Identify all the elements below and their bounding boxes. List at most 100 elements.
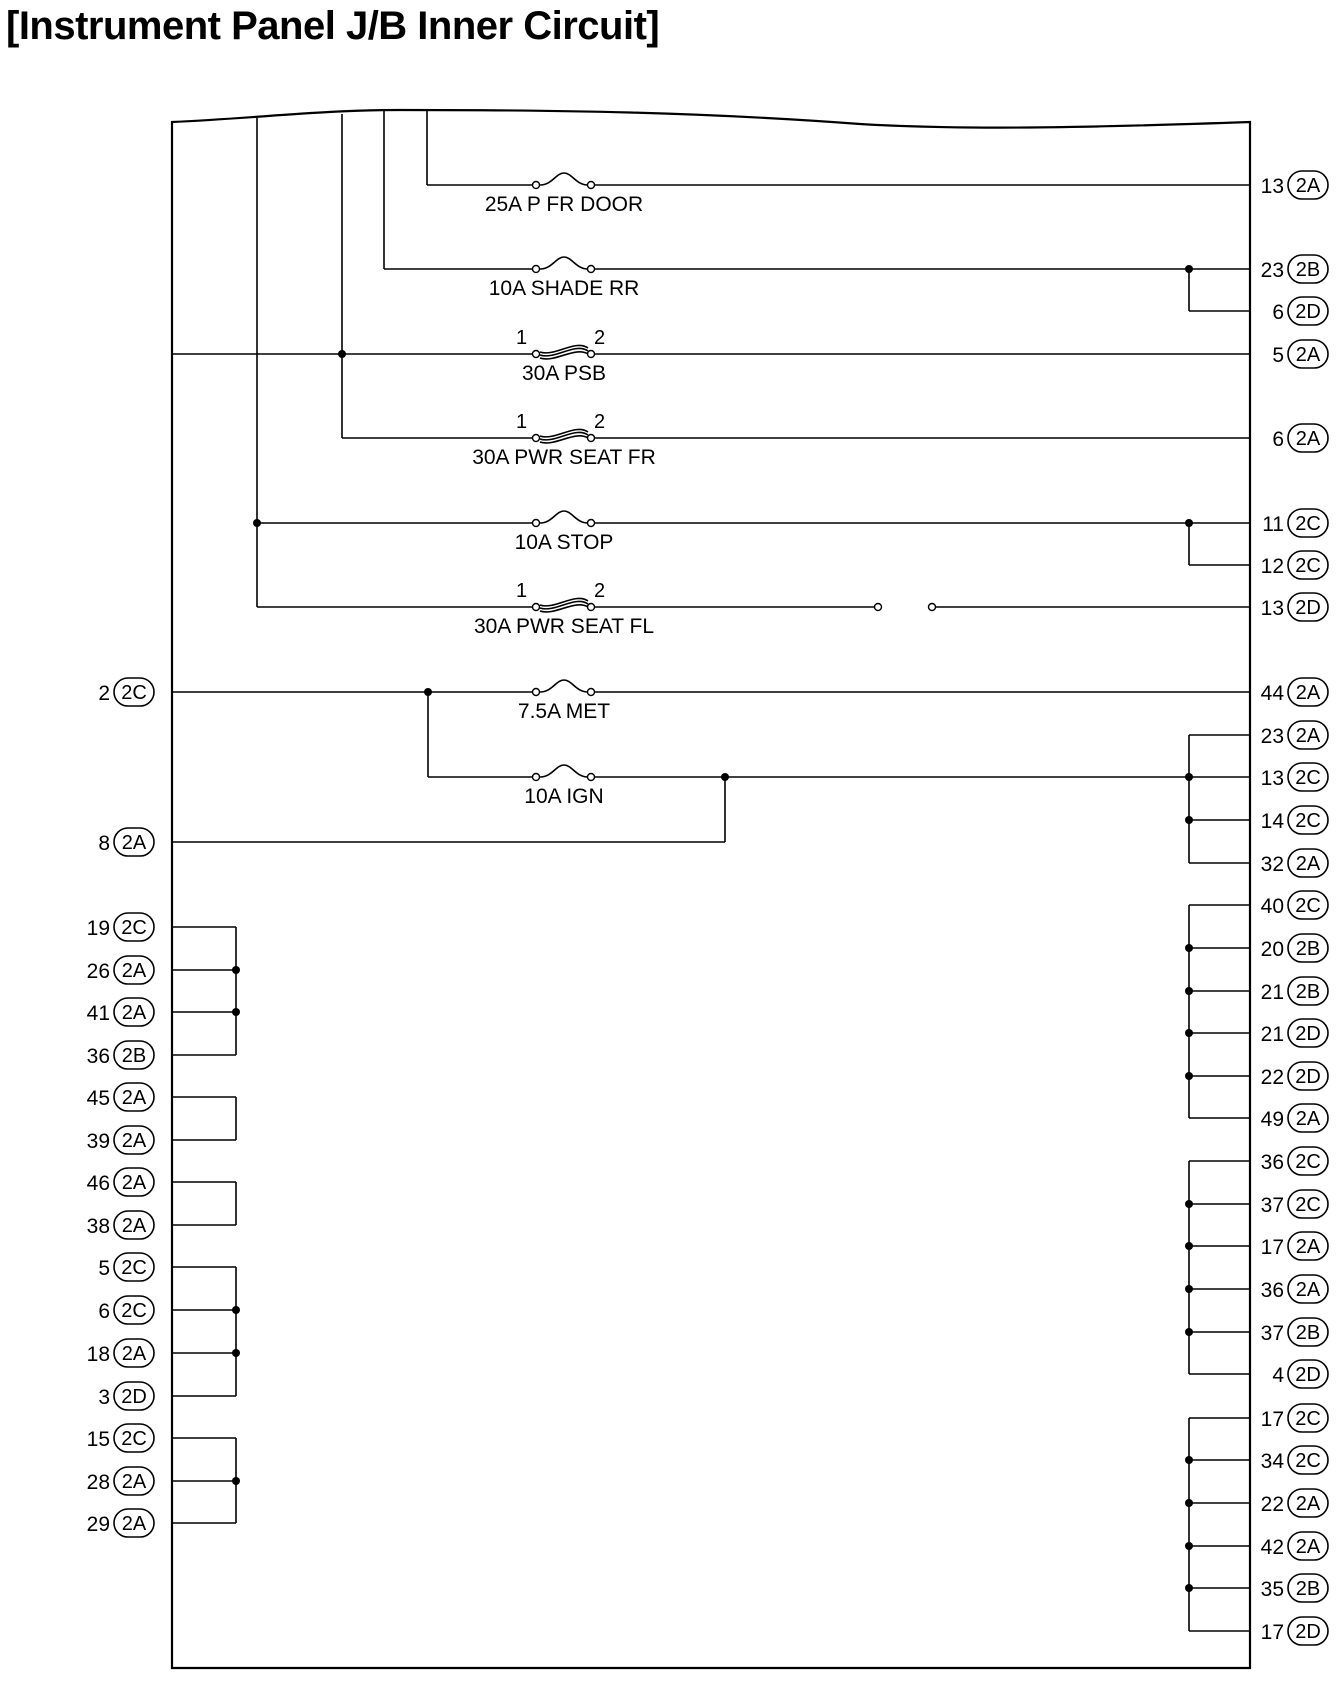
pin-number: 35	[1261, 1578, 1284, 1601]
connector-code: 2C	[1295, 767, 1321, 789]
connector-code: 2A	[122, 1172, 147, 1194]
connector-code: 2A	[122, 1343, 147, 1365]
pin-number: 5	[98, 1257, 110, 1280]
pin-number: 19	[87, 917, 110, 940]
connector-code: 2C	[121, 917, 147, 939]
left-terminal-1: 2C2	[98, 677, 155, 707]
connector-code: 2C	[1295, 1408, 1321, 1430]
connector-code: 2A	[1296, 1536, 1321, 1558]
right-terminal-6: 2C 11	[1262, 508, 1329, 538]
connector-code: 2A	[122, 1513, 147, 1535]
right-terminal-5: 2A 6	[1272, 423, 1329, 453]
pin-number: 22	[1261, 1493, 1284, 1516]
pin-number: 13	[1261, 175, 1284, 198]
connector-code: 2B	[1296, 938, 1320, 960]
right-terminal-4: 2A 5	[1272, 339, 1329, 369]
fuse-pin-in-label: 1	[516, 327, 527, 349]
connector-code: 2A	[122, 1087, 147, 1109]
pin-number: 20	[1261, 938, 1284, 961]
fuse-8: 10A IGN	[524, 764, 604, 808]
connector-code: 2A	[1296, 428, 1321, 450]
pin-number: 45	[87, 1087, 110, 1110]
pin-number: 23	[1261, 259, 1284, 282]
fuse-label: 25A P FR DOOR	[485, 193, 643, 216]
fuse-pin-out-label: 2	[594, 580, 605, 602]
pin-number: 34	[1261, 1450, 1285, 1473]
pin-number: 6	[1272, 428, 1284, 451]
fuse-label: 10A SHADE RR	[489, 277, 640, 300]
left-terminal-11: 2C 5	[98, 1252, 155, 1282]
pin-number: 38	[87, 1215, 110, 1238]
connector-code: 2A	[1296, 1279, 1321, 1301]
connector-code: 2A	[1296, 1108, 1321, 1130]
right-terminal-23: 2A 36	[1261, 1274, 1329, 1304]
right-terminal-15: 2B 20	[1261, 933, 1329, 963]
pin-number: 11	[1262, 513, 1284, 536]
connector-code: 2B	[1296, 259, 1320, 281]
connector-code: 2D	[1295, 1023, 1321, 1045]
left-terminal-15: 2C 15	[87, 1423, 155, 1453]
right-terminal-1: 2A 13	[1261, 170, 1329, 200]
connector-code: 2B	[1296, 981, 1320, 1003]
pin-number: 26	[87, 960, 110, 983]
connector-code: 2A	[1296, 1493, 1321, 1515]
fuse-label: 10A IGN	[524, 785, 603, 808]
connector-code: 2B	[122, 1045, 146, 1067]
right-terminal-28: 2A 22	[1261, 1488, 1329, 1518]
pin-number: 6	[98, 1300, 110, 1323]
connector-code: 2C	[1295, 895, 1321, 917]
connector-code: 2A	[1296, 344, 1321, 366]
connector-code: 2C	[121, 1257, 147, 1279]
connector-code: 2A	[1296, 853, 1321, 875]
fuse-label: 10A STOP	[515, 531, 614, 554]
fuse-pin-in-label: 1	[516, 580, 527, 602]
fuse-pin-out-label: 2	[594, 411, 605, 433]
pin-number: 13	[1261, 767, 1284, 790]
pin-number: 13	[1261, 597, 1284, 620]
pin-number: 18	[87, 1343, 110, 1366]
connector-code: 2A	[1296, 175, 1321, 197]
connector-code: 2C	[1295, 555, 1321, 577]
pin-number: 6	[1272, 301, 1284, 324]
fuse-label: 30A PSB	[522, 362, 606, 385]
pin-number: 15	[87, 1428, 110, 1451]
fuse-2: 10A SHADE RR	[489, 256, 640, 300]
connector-code: 2A	[122, 1002, 147, 1024]
fuse-1: 25A P FR DOOR	[485, 172, 643, 216]
fuse-7: 7.5A MET	[518, 679, 610, 723]
right-terminal-2: 2B 23	[1261, 254, 1329, 284]
pin-number: 5	[1272, 344, 1284, 367]
pin-number: 23	[1261, 725, 1284, 748]
fuse-pin-in-label: 1	[516, 411, 527, 433]
connector-code: 2C	[121, 1300, 147, 1322]
connector-code: 2C	[121, 1428, 147, 1450]
pin-number: 37	[1261, 1194, 1284, 1217]
connector-code: 2A	[1296, 682, 1321, 704]
connector-code: 2C	[1295, 513, 1321, 535]
connector-code: 2D	[1295, 1066, 1321, 1088]
pin-number: 36	[1261, 1279, 1284, 1302]
junction-dots	[232, 265, 1193, 1592]
pin-number: 39	[87, 1130, 110, 1153]
connector-code: 2C	[1295, 1194, 1321, 1216]
pin-number: 17	[1261, 1621, 1284, 1644]
right-terminal-11: 2C 13	[1261, 762, 1329, 792]
right-terminal-3: 2D6	[1272, 296, 1329, 326]
